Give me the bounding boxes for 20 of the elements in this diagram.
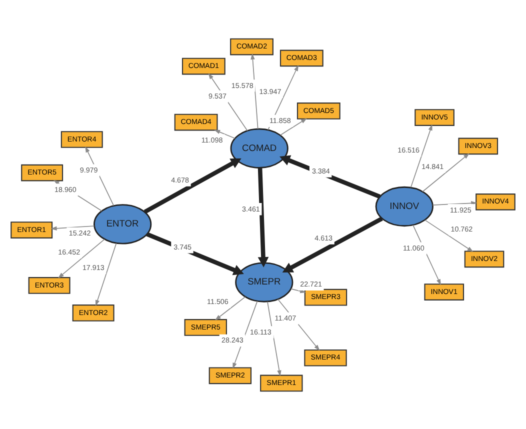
arrow <box>146 232 244 275</box>
arrow <box>282 216 383 272</box>
arrow <box>280 154 381 198</box>
arrow <box>422 152 470 192</box>
arrow <box>214 129 236 138</box>
arrow <box>144 158 242 214</box>
arrow <box>267 300 282 376</box>
arrow <box>50 225 95 230</box>
arrow <box>208 72 248 131</box>
arrow <box>258 167 269 267</box>
arrow <box>214 296 246 320</box>
arrow <box>85 146 114 206</box>
arrow <box>410 124 432 188</box>
node-ellipse: INNOV <box>375 186 434 226</box>
node-ellipse: ENTOR <box>94 204 152 244</box>
arrow <box>280 118 308 136</box>
arrow <box>95 242 117 306</box>
arrow <box>250 52 258 129</box>
arrow <box>432 200 478 206</box>
arrow <box>58 238 105 278</box>
